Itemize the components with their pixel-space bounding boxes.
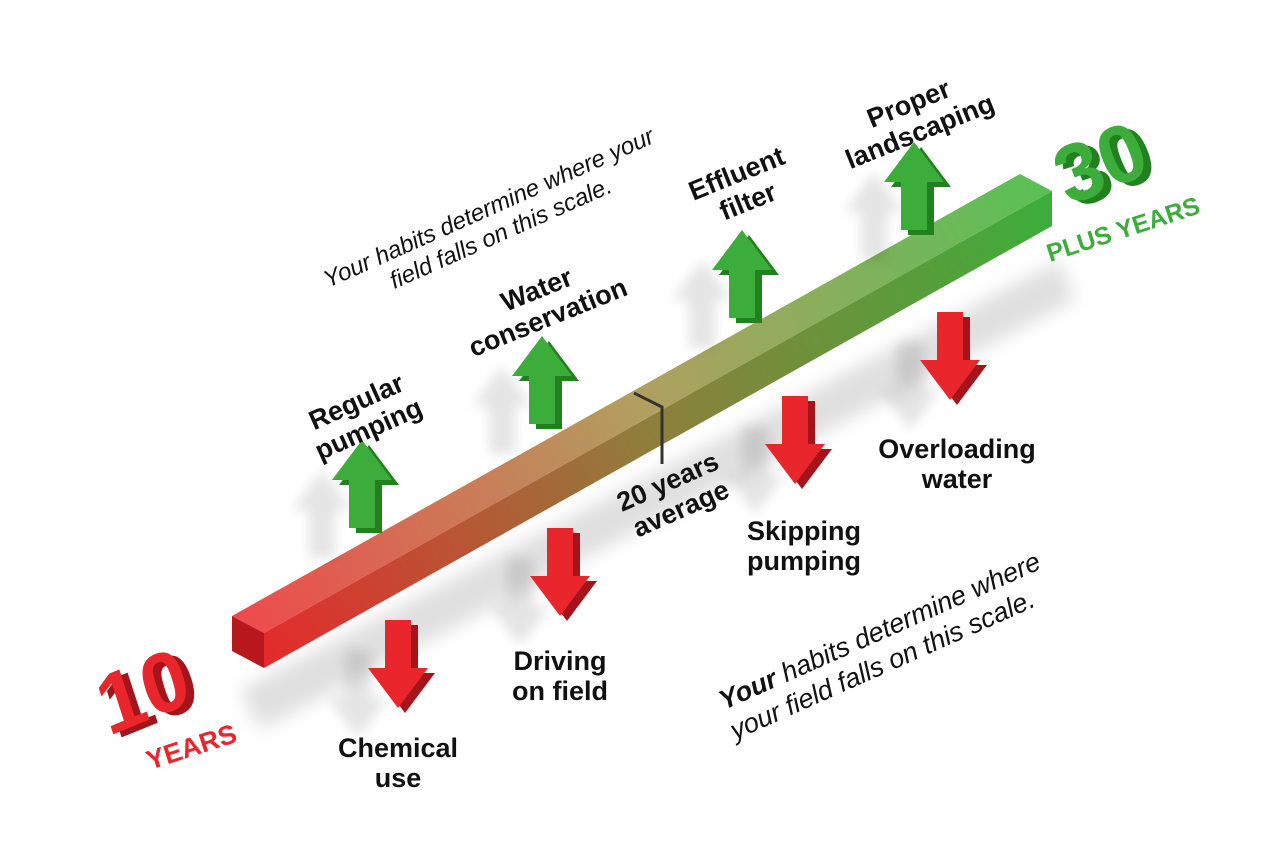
habit-label-line: on field: [512, 676, 608, 706]
arrow-shadow: [880, 342, 940, 430]
habit-label-line: Overloading: [878, 434, 1036, 464]
arrow-face: [332, 440, 392, 528]
arrow-shadow: [490, 558, 550, 646]
arrow-shadow: [292, 470, 352, 558]
habit-label-chemical-use: Chemical use: [338, 733, 458, 793]
arrow-shadow: [328, 650, 388, 738]
arrow-face: [920, 312, 980, 400]
scale-max-label: 30 30 PLUS YEARS: [1041, 104, 1203, 268]
habit-arrows: [292, 142, 987, 738]
bar-top-face: [232, 174, 1052, 633]
habit-label-line: water: [921, 464, 993, 494]
arrow-face: [368, 620, 428, 708]
arrow-face: [712, 230, 772, 318]
arrow-down-icon: [490, 528, 597, 646]
habit-label-line: Chemical: [338, 733, 458, 763]
scale-min-label: 10 10 YEARS: [85, 629, 241, 776]
max-value: 30: [1041, 104, 1160, 223]
bar-front-face: [264, 191, 1052, 668]
arrow-down-icon: [725, 396, 832, 514]
arrow-up-icon: [672, 230, 779, 348]
arrow-shadow: [672, 260, 732, 348]
habit-label-effluent-filter: Effluent filter: [684, 141, 788, 226]
bar-shadow: [240, 260, 1075, 730]
habit-label-line: use: [375, 763, 422, 793]
arrow-up-icon: [472, 336, 579, 454]
arrow-shadow: [725, 426, 785, 514]
habit-label-overloading-water: Overloading water: [878, 434, 1036, 494]
arrow-face: [530, 528, 590, 616]
arrow-down-icon: [328, 620, 435, 738]
lifespan-scale-bar: [232, 174, 1052, 668]
average-tick: [633, 391, 664, 464]
habit-label-line: Driving: [513, 646, 606, 676]
arrow-face: [765, 396, 825, 484]
arrow-down-icon: [880, 312, 987, 430]
habit-label-driving-on-field: Driving on field: [512, 646, 608, 706]
arrow-up-icon: [292, 440, 399, 558]
arrow-shadow: [472, 366, 532, 454]
habit-label-skipping-pumping: Skipping pumping: [747, 516, 861, 576]
arrow-shadow: [844, 172, 904, 260]
arrow-up-icon: [844, 142, 951, 260]
habit-label-line: pumping: [747, 546, 861, 576]
arrow-face: [512, 336, 572, 424]
arrow-face: [884, 142, 944, 230]
top-note-line1: Your habits determine where your: [319, 122, 659, 293]
bar-end-face: [232, 616, 264, 668]
bottom-note: Your habits determine where your field f…: [714, 546, 1045, 746]
habit-label-line: Skipping: [747, 516, 861, 546]
